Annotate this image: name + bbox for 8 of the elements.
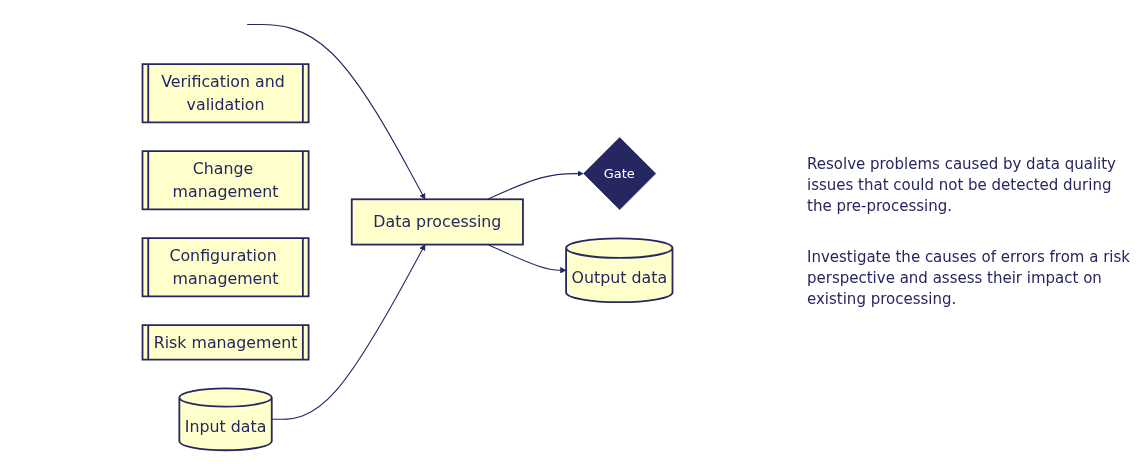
- note-text: Investigate the causes of errors from a risk perspective and assess their impact on existing processing.: [807, 247, 1132, 310]
- node-diamond: Gate: [583, 137, 656, 210]
- arrow: [271, 244, 426, 420]
- arrow: [487, 170, 584, 200]
- arrow: [246, 24, 426, 200]
- note-text: Resolve problems caused by data quality issues that could not be detected during the pre-processing.: [807, 154, 1117, 217]
- node-box: Data processing: [350, 198, 524, 246]
- arrow: [487, 244, 567, 274]
